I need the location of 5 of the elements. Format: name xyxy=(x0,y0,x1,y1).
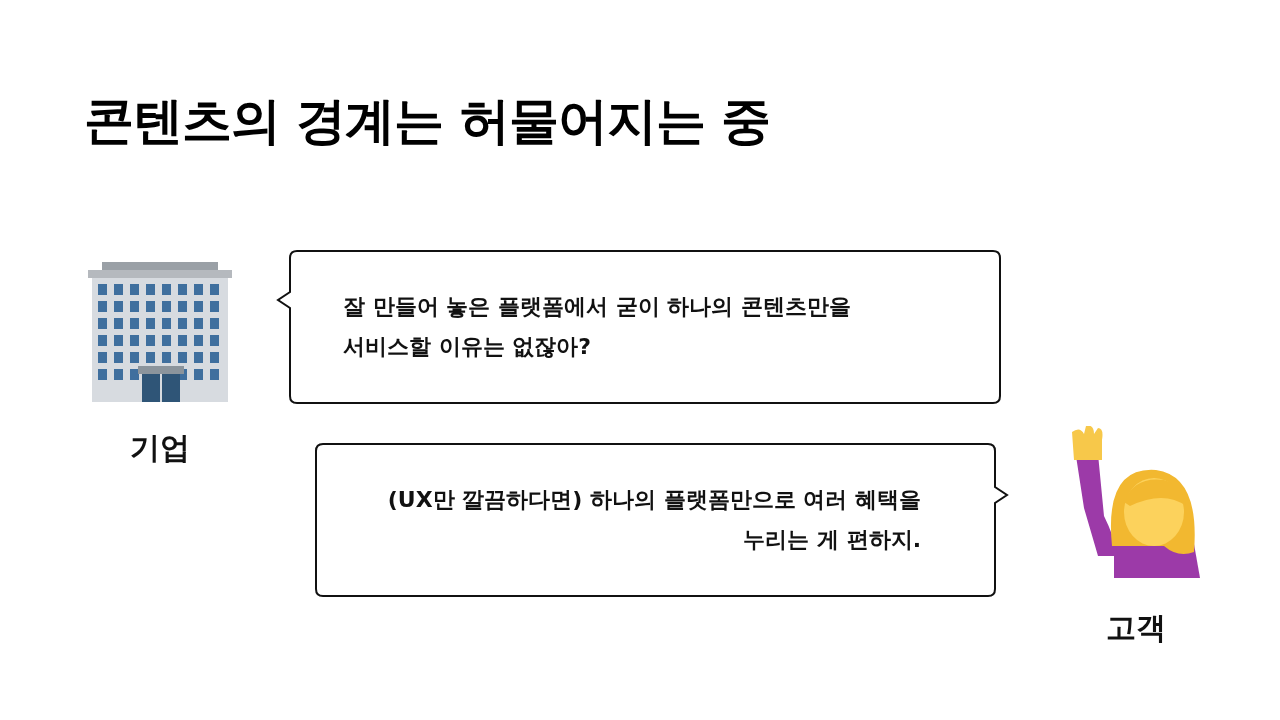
actor-label: 기업 xyxy=(130,429,190,467)
speech-text: (UX만 깔끔하다면) 하나의 플랫폼만으로 여러 혜택을 누리는 게 편하지. xyxy=(386,486,921,554)
slide-title: 콘텐츠의 경계는 허물어지는 중 xyxy=(84,91,771,152)
speech-text: 잘 만들어 놓은 플랫폼에서 굳이 하나의 콘텐츠만을 서비스할 이유는 없잖아? xyxy=(343,293,852,361)
actor-label: 고객 xyxy=(1106,609,1166,647)
